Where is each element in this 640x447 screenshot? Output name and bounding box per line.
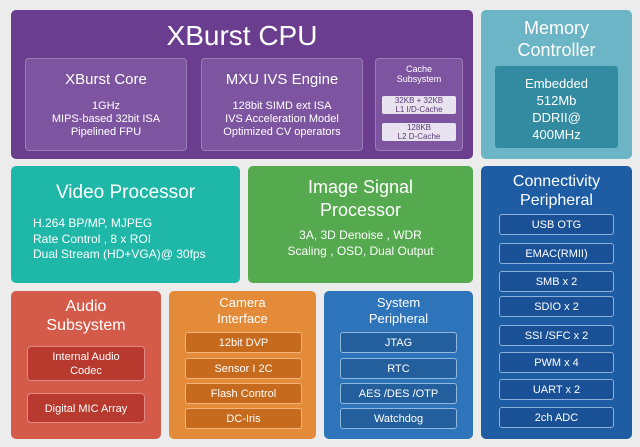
camera-title-line: Interface [217,311,268,327]
camera-item: 12bit DVP [185,332,302,353]
connectivity-item: SSI /SFC x 2 [499,325,614,346]
connectivity-item: SDIO x 2 [499,296,614,317]
isp-feature-line: Scaling , OSD, Dual Output [287,243,434,258]
camera-interface-block: Camera Interface 12bit DVP Sensor I 2C F… [169,291,316,439]
mxu-engine-line: 128bit SIMD ext ISA [232,100,332,112]
audio-codec-line: Internal Audio [52,351,120,363]
isp-feature-line: 3A, 3D Denoise , WDR [299,228,422,242]
memory-spec-line: 512Mb [536,92,577,108]
connectivity-title-line: Connectivity [512,173,601,190]
system-peripheral-block: System Peripheral JTAG RTC AES /DES /OTP… [324,291,473,439]
digital-mic-line: Digital MIC Array [44,403,128,415]
l2-cache-box: 128KB L2 D-Cache [382,123,456,142]
camera-item: Sensor I 2C [185,358,302,379]
memory-spec-line: 400MHz [532,126,581,142]
isp-title-line: Processor [319,199,402,220]
mxu-engine-title: MXU IVS Engine [225,71,339,88]
xburst-core-title: XBurst Core [65,71,147,88]
cache-title-line: Subsystem [396,74,442,85]
connectivity-title-line: Peripheral [520,192,593,210]
audio-title-line: Subsystem [46,317,126,335]
connectivity-peripheral-block: Connectivity Peripheral USB OTG EMAC(RMI… [481,166,632,439]
xburst-core-line: Pipelined FPU [70,126,142,139]
system-item: Watchdog [340,408,457,429]
audio-subsystem-block: Audio Subsystem Internal Audio Codec Dig… [11,291,161,439]
cpu-title: XBurst CPU [166,20,318,51]
video-feature-line: H.264 BP/MP, MJPEG [33,216,153,230]
digital-mic-box: Digital MIC Array [27,393,145,423]
l1-cache-line: 32KB + 32KB [394,96,444,105]
audio-title-line: Audio [65,298,107,315]
memory-spec-line: Embedded [525,76,588,91]
memory-title-line: Controller [517,39,596,60]
video-processor-block: Video Processor H.264 BP/MP, MJPEG Rate … [11,166,240,283]
memory-controller-block: Memory Controller Embedded 512Mb DDRII@ … [481,10,632,159]
connectivity-item: SMB x 2 [499,271,614,292]
connectivity-item: 2ch ADC [499,407,614,428]
mxu-engine-block: MXU IVS Engine 128bit SIMD ext ISA IVS A… [201,58,363,151]
system-title-line: System [376,295,421,310]
video-feature-line: Rate Control , 8 x ROI [33,231,152,246]
connectivity-item: PWM x 4 [499,352,614,373]
video-processor-title: Video Processor [55,182,196,203]
system-item: AES /DES /OTP [340,383,457,404]
camera-item: Flash Control [185,383,302,404]
xburst-core-block: XBurst Core 1GHz MIPS-based 32bit ISA Pi… [25,58,187,151]
connectivity-item: UART x 2 [499,379,614,400]
audio-codec-line: Codec [70,365,102,378]
l2-cache-line: 128KB [406,123,432,132]
video-feature-line: Dual Stream (HD+VGA)@ 30fps [33,247,206,262]
memory-spec-line: DDRII@ [532,109,581,125]
system-item: RTC [340,358,457,379]
cache-subsystem-block: Cache Subsystem 32KB + 32KB L1 I/D-Cache… [375,58,463,151]
l2-cache-line: L2 D-Cache [397,132,441,142]
memory-title-line: Memory [523,18,589,38]
mxu-engine-line: Optimized CV operators [223,126,341,139]
l1-cache-box: 32KB + 32KB L1 I/D-Cache [382,96,456,115]
xburst-core-line: MIPS-based 32bit ISA [51,113,161,126]
camera-title-line: Camera [219,295,266,310]
xburst-core-line: 1GHz [91,100,121,112]
image-signal-processor-block: Image Signal Processor 3A, 3D Denoise , … [248,166,473,283]
connectivity-item: EMAC(RMII) [499,243,614,264]
mxu-engine-line: IVS Acceleration Model [225,113,339,126]
isp-title-line: Image Signal [307,177,414,197]
audio-codec-box: Internal Audio Codec [27,346,145,381]
connectivity-item: USB OTG [499,214,614,235]
camera-item: DC-Iris [185,408,302,429]
cache-title-line: Cache [405,64,432,74]
system-item: JTAG [340,332,457,353]
memory-spec-box: Embedded 512Mb DDRII@ 400MHz [495,66,618,148]
cpu-block: XBurst CPU XBurst Core 1GHz MIPS-based 3… [11,10,473,159]
system-title-line: Peripheral [368,311,429,327]
l1-cache-line: L1 I/D-Cache [395,105,443,115]
